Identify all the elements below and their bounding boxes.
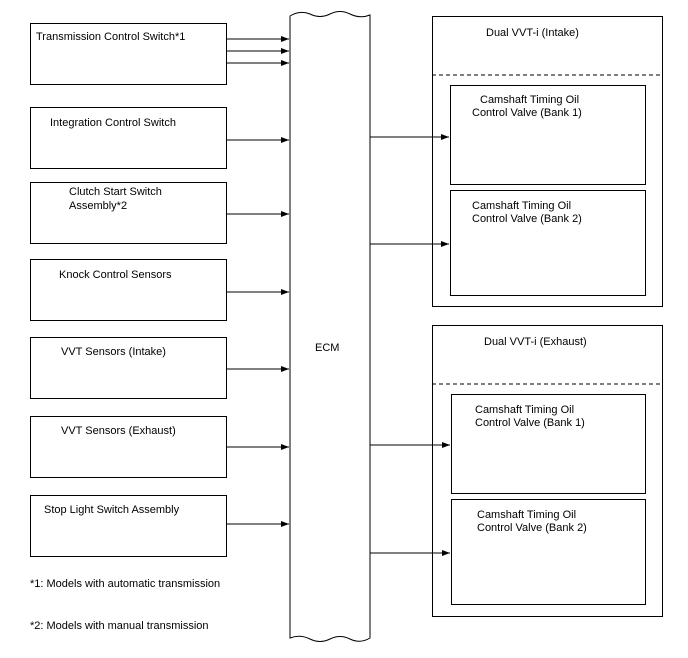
input-box-integration-control-switch: Integration Control Switch <box>30 107 227 169</box>
valve-label-line2: Control Valve (Bank 2) <box>472 213 582 225</box>
input-label: VVT Sensors (Exhaust) <box>61 425 176 437</box>
valve-intake-bank2: Camshaft Timing Oil Control Valve (Bank … <box>450 190 646 296</box>
input-label: Knock Control Sensors <box>59 269 172 281</box>
footnote-2: *2: Models with manual transmission <box>30 620 209 632</box>
valve-label-line1: Camshaft Timing Oil <box>480 94 580 106</box>
input-label: VVT Sensors (Intake) <box>61 346 166 358</box>
output-group-intake: Dual VVT-i (Intake) <box>432 16 663 307</box>
input-box-stop-light-switch: Stop Light Switch Assembly <box>30 495 227 557</box>
valve-label-line2: Control Valve (Bank 1) <box>472 107 582 119</box>
input-label-line2: Assembly*2 <box>69 200 128 212</box>
valve-intake-bank1: Camshaft Timing Oil Control Valve (Bank … <box>450 85 646 185</box>
input-box-knock-control-sensors: Knock Control Sensors <box>30 259 227 321</box>
valve-exhaust-bank1: Camshaft Timing Oil Control Valve (Bank … <box>451 394 646 494</box>
valve-exhaust-bank2: Camshaft Timing Oil Control Valve (Bank … <box>451 499 646 605</box>
valve-label-line2: Control Valve (Bank 1) <box>475 417 585 429</box>
input-box-vvt-sensors-exhaust: VVT Sensors (Exhaust) <box>30 416 227 478</box>
ecm-label: ECM <box>315 342 340 354</box>
valve-label-line1: Camshaft Timing Oil <box>477 509 577 521</box>
valve-label-line1: Camshaft Timing Oil <box>472 200 572 212</box>
input-box-clutch-start-switch: Clutch Start Switch Assembly*2 <box>30 182 227 244</box>
valve-label-line1: Camshaft Timing Oil <box>475 404 575 416</box>
input-label: Stop Light Switch Assembly <box>44 504 180 516</box>
input-label: Clutch Start Switch <box>69 186 162 198</box>
footnote-1: *1: Models with automatic transmission <box>30 578 221 590</box>
output-group-title: Dual VVT-i (Intake) <box>486 27 579 39</box>
output-group-title: Dual VVT-i (Exhaust) <box>484 336 587 348</box>
input-label: Integration Control Switch <box>50 117 176 129</box>
input-label: Transmission Control Switch*1 <box>36 31 186 43</box>
input-box-transmission-control-switch: Transmission Control Switch*1 <box>30 23 227 85</box>
valve-label-line2: Control Valve (Bank 2) <box>477 522 587 534</box>
ecm-box <box>289 11 371 642</box>
output-group-exhaust: Dual VVT-i (Exhaust) <box>432 325 663 617</box>
input-box-vvt-sensors-intake: VVT Sensors (Intake) <box>30 337 227 399</box>
